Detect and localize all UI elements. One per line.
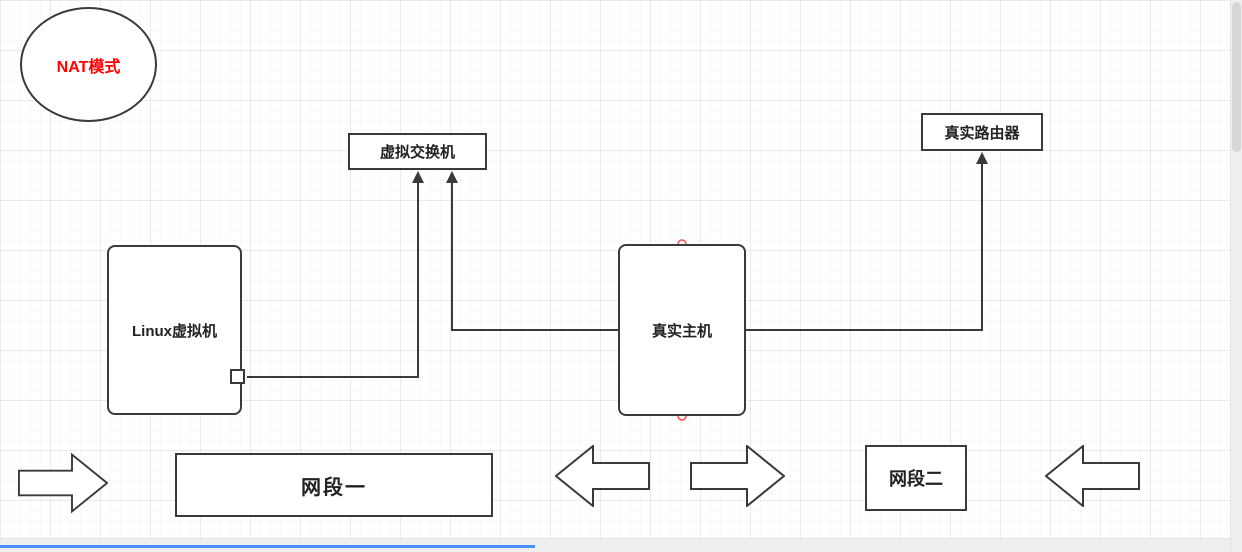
real-router-node[interactable]: 真实路由器 <box>921 113 1043 151</box>
segment-two-node[interactable]: 网段二 <box>865 445 967 511</box>
real-host-node[interactable]: 真实主机 <box>618 244 746 416</box>
block-arrow-right-before-segment-two[interactable] <box>690 445 785 507</box>
connector-realhost-to-router[interactable] <box>746 152 988 331</box>
connector-realhost-to-switch[interactable] <box>446 171 618 331</box>
virtual-switch-label: 虚拟交换机 <box>379 144 455 161</box>
segment-one-label: 网段一 <box>301 476 367 499</box>
segment-two-label: 网段二 <box>889 469 943 489</box>
vertical-scrollbar-thumb[interactable] <box>1232 2 1241 152</box>
connector-linuxvm-to-switch[interactable] <box>247 171 424 378</box>
nat-mode-label: NAT模式 <box>56 58 121 76</box>
real-host-label: 真实主机 <box>651 322 712 340</box>
horizontal-scrollbar[interactable] <box>0 538 1230 552</box>
vertical-scrollbar[interactable] <box>1230 0 1242 552</box>
block-arrow-right-far-left[interactable] <box>18 448 108 518</box>
linux-vm-node[interactable]: Linux虚拟机 <box>107 245 242 415</box>
virtual-switch-node[interactable]: 虚拟交换机 <box>348 133 487 170</box>
segment-one-node[interactable]: 网段一 <box>175 453 493 517</box>
linux-vm-label: Linux虚拟机 <box>132 322 217 340</box>
grid-canvas[interactable]: NAT模式 虚拟交换机 真实路由器 Linux虚拟机 真实主机 网段一 网段二 <box>0 0 1230 538</box>
real-router-label: 真实路由器 <box>944 124 1020 142</box>
block-arrow-left-after-segment-one[interactable] <box>555 445 650 507</box>
linux-vm-port-handle[interactable] <box>230 369 245 384</box>
nat-mode-bubble[interactable]: NAT模式 <box>20 7 157 122</box>
block-arrow-left-far-right[interactable] <box>1045 445 1140 507</box>
horizontal-scrollbar-thumb[interactable] <box>0 545 535 548</box>
